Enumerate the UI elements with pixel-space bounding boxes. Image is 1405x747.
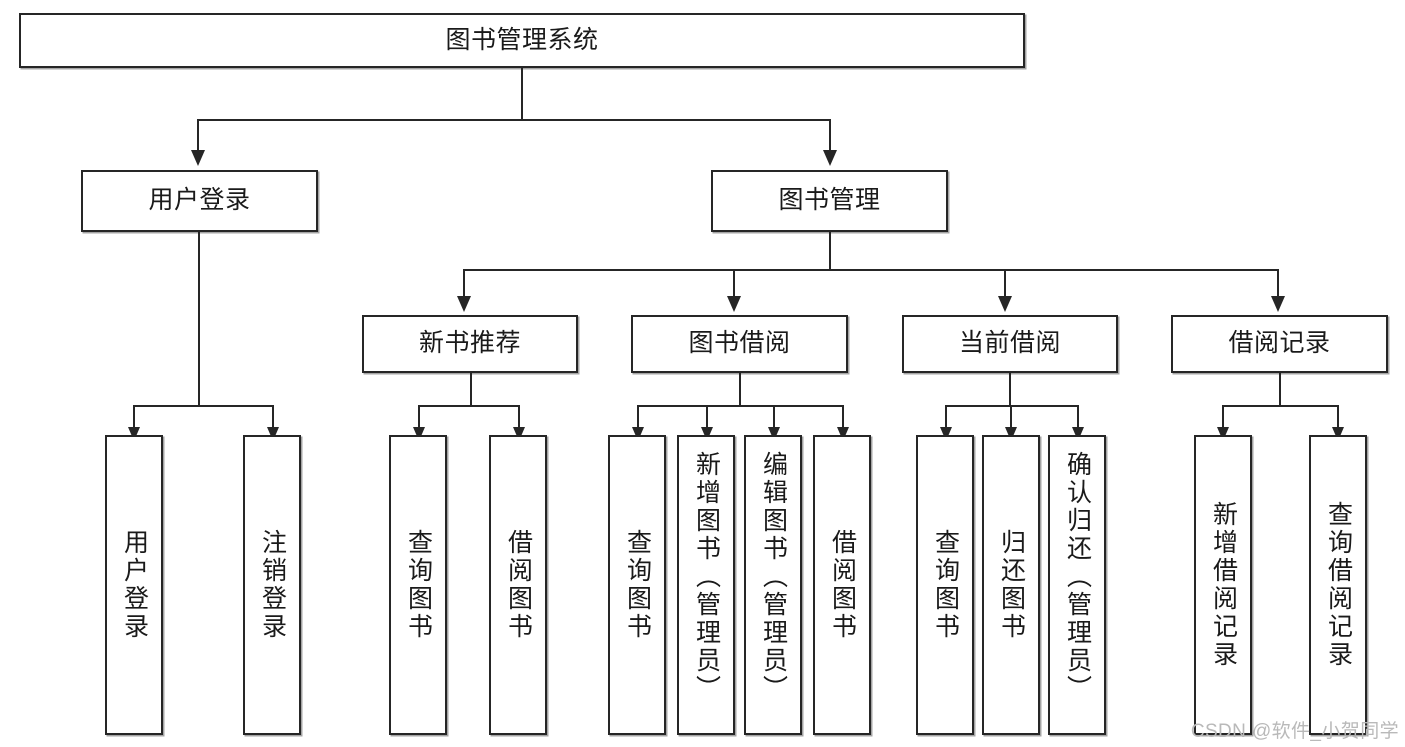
node-label: 用户登录: [120, 529, 149, 641]
node-label: 新书推荐: [418, 329, 521, 358]
node-user-login[interactable]: 用户登录: [81, 170, 318, 232]
connector-user-login-child-2: [272, 405, 274, 427]
leaf-br-add-record[interactable]: 新增借阅记录: [1194, 435, 1252, 735]
leaf-user-login[interactable]: 用户登录: [105, 435, 163, 735]
connector-bm-to-current-borrow: [1004, 269, 1006, 296]
connector-nb-child-1: [418, 405, 420, 427]
connector-root-bus: [197, 119, 831, 121]
connector-current-borrow-stem: [1009, 373, 1011, 406]
leaf-bb-edit-book-admin[interactable]: 编辑图书（管理员）: [744, 435, 802, 735]
connector-root-to-book-management: [829, 119, 831, 150]
node-label: 新增图书（管理员）: [692, 451, 721, 703]
node-label: 查询借阅记录: [1324, 501, 1353, 669]
node-label: 借阅记录: [1228, 329, 1331, 358]
connector-bb-child-4: [842, 405, 844, 427]
node-root-book-management-system[interactable]: 图书管理系统: [19, 13, 1025, 68]
leaf-bb-query-book[interactable]: 查询图书: [608, 435, 666, 735]
connector-borrow-record-stem: [1279, 373, 1281, 406]
connector-new-book-stem: [470, 373, 472, 406]
leaf-logout[interactable]: 注销登录: [243, 435, 301, 735]
node-book-management[interactable]: 图书管理: [711, 170, 948, 232]
connector-bb-child-3: [773, 405, 775, 427]
node-label: 确认归还（管理员）: [1063, 451, 1092, 703]
connector-br-child-1: [1222, 405, 1224, 427]
leaf-nb-query-book[interactable]: 查询图书: [389, 435, 447, 735]
leaf-bb-add-book-admin[interactable]: 新增图书（管理员）: [677, 435, 735, 735]
connector-cb-child-2: [1010, 405, 1012, 427]
node-label: 用户登录: [148, 186, 251, 215]
node-label: 新增借阅记录: [1209, 501, 1238, 669]
connector-bm-to-borrow-record: [1277, 269, 1279, 296]
node-label: 编辑图书（管理员）: [759, 451, 788, 703]
connector-bm-to-book-borrow: [733, 269, 735, 296]
node-label: 查询图书: [623, 529, 652, 641]
connector-root-to-user-login: [197, 119, 199, 150]
node-label: 借阅图书: [504, 529, 533, 641]
connector-new-book-bus: [418, 405, 519, 407]
connector-user-login-child-1: [133, 405, 135, 427]
node-label: 图书管理: [778, 186, 881, 215]
node-label: 归还图书: [997, 529, 1026, 641]
node-new-book-recommend[interactable]: 新书推荐: [362, 315, 578, 373]
leaf-cb-confirm-return-admin[interactable]: 确认归还（管理员）: [1048, 435, 1106, 735]
arrow-bm-to-book-borrow: [727, 296, 741, 312]
node-label: 借阅图书: [828, 529, 857, 641]
leaf-cb-query-book[interactable]: 查询图书: [916, 435, 974, 735]
connector-cb-child-3: [1077, 405, 1079, 427]
arrow-root-to-book-management: [823, 150, 837, 166]
connector-user-login-stem: [198, 232, 200, 406]
leaf-nb-borrow-book[interactable]: 借阅图书: [489, 435, 547, 735]
leaf-bb-borrow-book[interactable]: 借阅图书: [813, 435, 871, 735]
connector-borrow-record-bus: [1222, 405, 1338, 407]
connector-book-management-bus: [463, 269, 1277, 271]
node-label: 图书借阅: [688, 329, 791, 358]
leaf-br-query-record[interactable]: 查询借阅记录: [1309, 435, 1367, 735]
node-label: 图书管理系统: [445, 25, 599, 54]
node-book-borrow[interactable]: 图书借阅: [631, 315, 848, 373]
arrow-bm-to-borrow-record: [1271, 296, 1285, 312]
connector-book-borrow-stem: [739, 373, 741, 406]
connector-bb-child-1: [637, 405, 639, 427]
node-borrow-record[interactable]: 借阅记录: [1171, 315, 1388, 373]
arrow-bm-to-current-borrow: [998, 296, 1012, 312]
node-label: 当前借阅: [958, 329, 1061, 358]
arrow-bm-to-new-book: [457, 296, 471, 312]
node-label: 查询图书: [931, 529, 960, 641]
connector-cb-child-1: [945, 405, 947, 427]
leaf-cb-return-book[interactable]: 归还图书: [982, 435, 1040, 735]
node-current-borrow[interactable]: 当前借阅: [902, 315, 1118, 373]
connector-book-borrow-bus: [637, 405, 844, 407]
connector-book-management-stem: [829, 232, 831, 270]
node-label: 查询图书: [404, 529, 433, 641]
arrow-root-to-user-login: [191, 150, 205, 166]
connector-bm-to-new-book: [463, 269, 465, 296]
node-label: 注销登录: [258, 529, 287, 641]
connector-nb-child-2: [518, 405, 520, 427]
connector-br-child-2: [1337, 405, 1339, 427]
connector-bb-child-2: [706, 405, 708, 427]
connector-root-stem: [521, 68, 523, 120]
connector-user-login-bus: [133, 405, 273, 407]
